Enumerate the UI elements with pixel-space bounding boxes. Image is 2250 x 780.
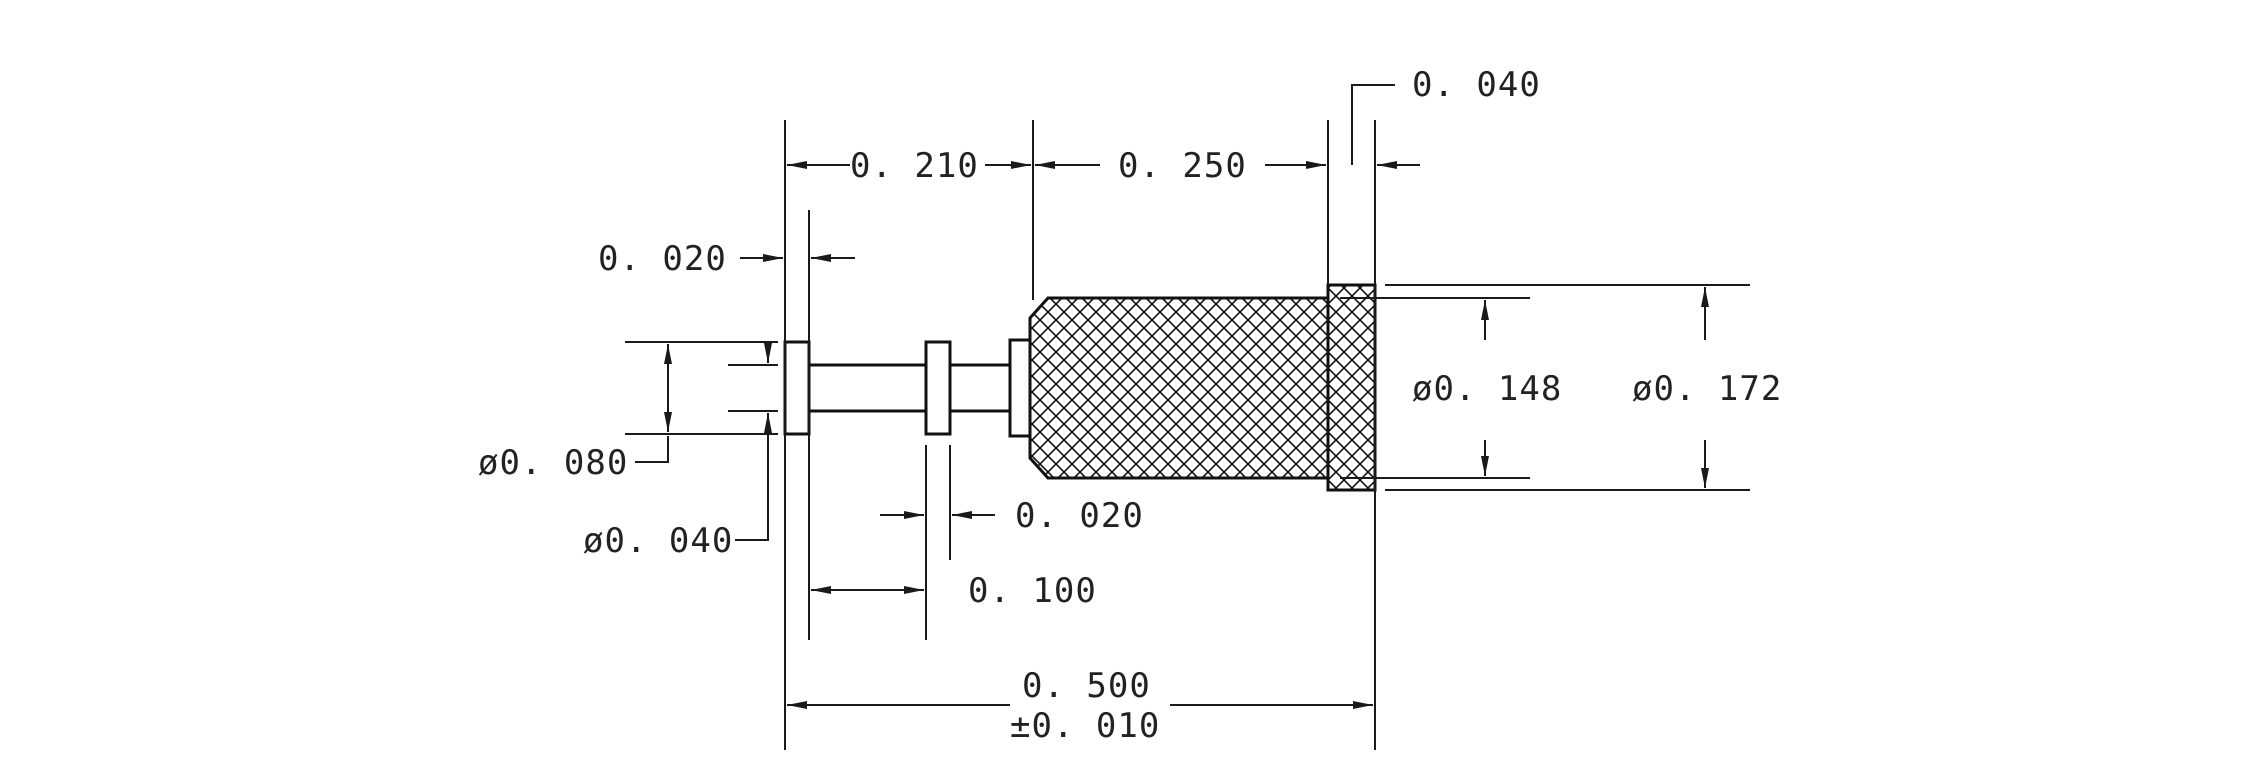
extension-lines — [625, 120, 1750, 750]
dim-0500-label: 0. 500 — [1022, 666, 1151, 706]
dimension-labels: 0. 210 0. 250 0. 040 0. 020 ø0. 080 ø0. … — [478, 65, 1782, 746]
middle-flange — [924, 340, 952, 436]
dim-0020-flange-label: 0. 020 — [1015, 496, 1144, 536]
knurled-body — [1028, 296, 1330, 480]
head-flange — [1326, 283, 1377, 492]
dimension-lines — [635, 84, 1709, 709]
dim-dia-0040-label: ø0. 040 — [583, 521, 733, 561]
dim-dia-0172-label: ø0. 172 — [1632, 369, 1782, 409]
shoulder-collar — [1008, 338, 1032, 438]
shaft-right — [948, 363, 1012, 413]
pin-part — [783, 283, 1377, 492]
shaft-left — [807, 363, 928, 413]
dim-dia-0148-label: ø0. 148 — [1412, 369, 1562, 409]
dim-0100-label: 0. 100 — [968, 571, 1097, 611]
dim-0500-tolerance: ±0. 010 — [1010, 706, 1160, 746]
dim-0040-top-label: 0. 040 — [1412, 65, 1541, 105]
left-flange — [783, 340, 811, 436]
dim-0020-left-label: 0. 020 — [598, 239, 727, 279]
dim-dia-0080-label: ø0. 080 — [478, 443, 628, 483]
dim-0250-label: 0. 250 — [1118, 146, 1247, 186]
dim-0210-label: 0. 210 — [850, 146, 979, 186]
